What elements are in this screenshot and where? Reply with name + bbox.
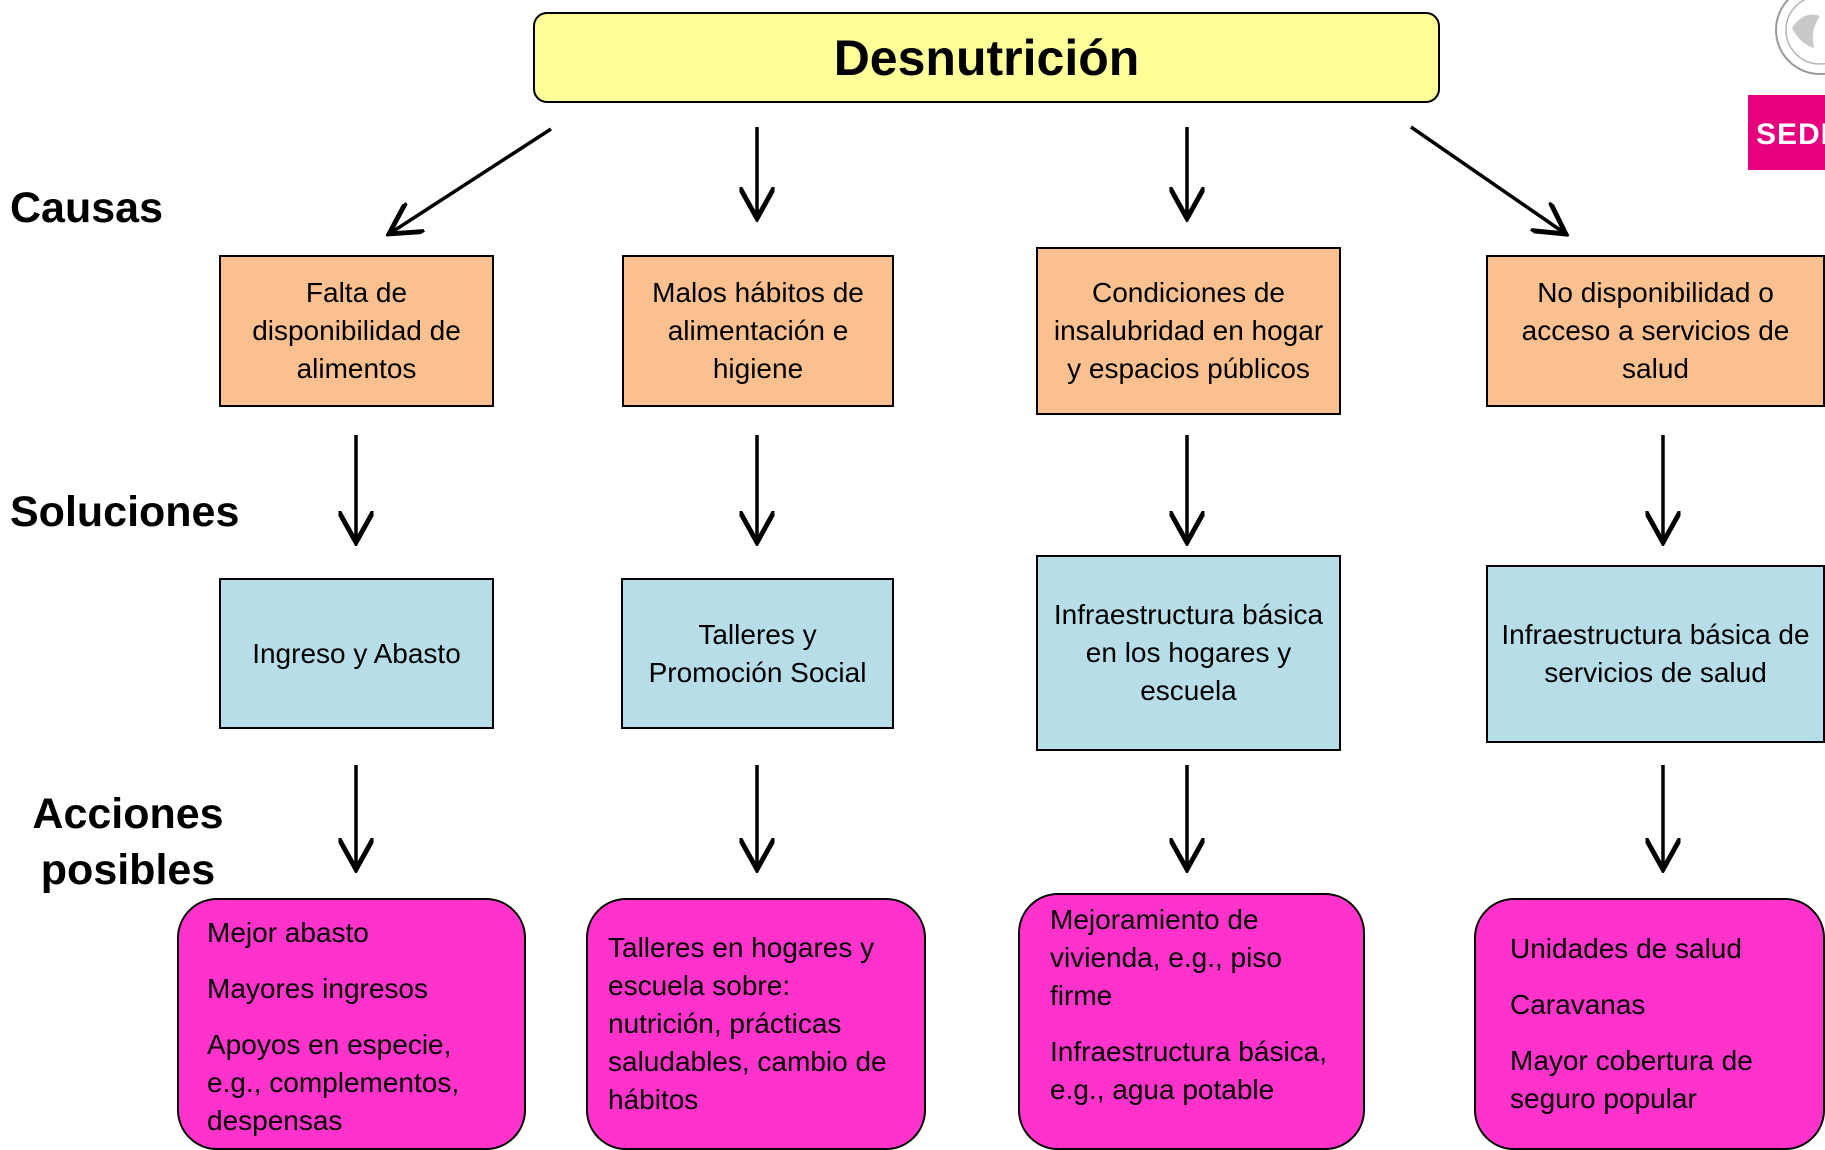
action-box-2: Talleres en hogares y escuela sobre: nut… (586, 898, 926, 1150)
action-box-1: Mejor abasto Mayores ingresos Apoyos en … (177, 898, 526, 1150)
sedesol-logo: SEDE (1748, 0, 1825, 170)
solution-box-4: Infraestructura básica de servicios de s… (1486, 565, 1825, 743)
seal-icon (1775, 0, 1825, 75)
arrow-title-to-cause-4 (1410, 125, 1563, 232)
row-label-solutions: Soluciones (10, 488, 240, 536)
cause-box-1: Falta de disponibilidad de alimentos (219, 255, 494, 407)
action-item: Mejor abasto (207, 917, 369, 948)
row-label-causes: Causas (10, 184, 163, 232)
logo-text: SEDE (1756, 118, 1825, 151)
row-label-actions: Acciones posibles (18, 786, 238, 898)
title-box: Desnutrición (533, 12, 1440, 103)
action-item: Unidades de salud (1510, 933, 1742, 964)
action-item: Mayor cobertura de seguro popular (1510, 1045, 1753, 1114)
action-item: Talleres en hogares y escuela sobre: nut… (608, 932, 887, 1115)
cause-box-2: Malos hábitos de alimentación e higiene (622, 255, 894, 407)
action-box-4: Unidades de salud Caravanas Mayor cobert… (1474, 898, 1825, 1150)
action-item: Infraestructura básica, e.g., agua potab… (1050, 1036, 1328, 1105)
cause-box-4: No disponibilidad o acceso a servicios d… (1486, 255, 1825, 407)
action-item: Mejoramiento de vivienda, e.g., piso fir… (1050, 904, 1282, 1011)
arrow-title-to-cause-1 (392, 127, 552, 232)
action-item: Mayores ingresos (207, 973, 428, 1004)
logo-emblem-area (1748, 0, 1825, 95)
cause-box-3: Condiciones de insalubridad en hogar y e… (1036, 247, 1341, 415)
solution-box-3: Infraestructura básica en los hogares y … (1036, 555, 1341, 751)
action-item: Caravanas (1510, 989, 1646, 1020)
solution-box-2: Talleres y Promoción Social (621, 578, 894, 729)
solution-box-1: Ingreso y Abasto (219, 578, 494, 729)
action-box-3: Mejoramiento de vivienda, e.g., piso fir… (1018, 893, 1365, 1150)
action-item: Apoyos en especie, e.g., complementos, d… (207, 1029, 460, 1136)
row-label-actions-line2: posibles (40, 846, 216, 894)
row-label-actions-line1: Acciones (32, 790, 224, 838)
